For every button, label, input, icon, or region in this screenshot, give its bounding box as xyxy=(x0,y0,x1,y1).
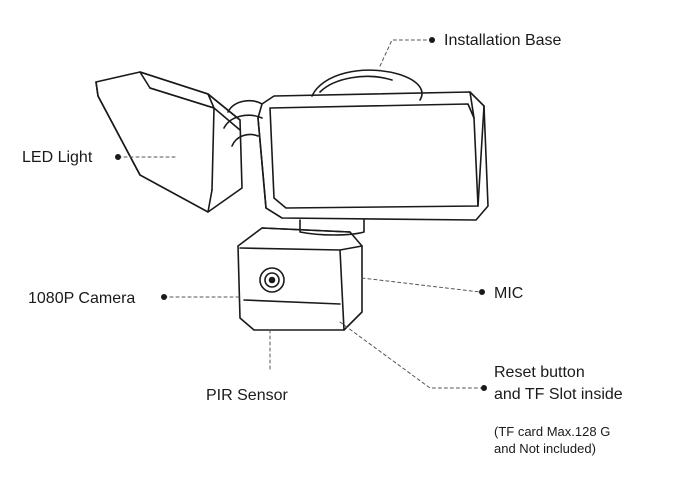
label-led-light: LED Light xyxy=(22,149,93,166)
leader-lines xyxy=(117,39,485,389)
label-pir-sensor: PIR Sensor xyxy=(206,387,288,404)
dot-led-light xyxy=(115,154,121,160)
dot-mic xyxy=(479,289,485,295)
dot-reset xyxy=(481,385,487,391)
leader-reset xyxy=(339,321,485,389)
label-camera: 1080P Camera xyxy=(28,290,136,307)
led-light-right-drawing xyxy=(257,91,489,221)
tf-card-note: (TF card Max.128 G and Not included) xyxy=(494,423,610,457)
leader-installation-base xyxy=(379,39,433,67)
leader-mic xyxy=(361,277,481,293)
label-mic: MIC xyxy=(494,285,524,302)
dot-installation-base xyxy=(429,37,435,43)
label-reset-line1: Reset button xyxy=(494,364,585,381)
led-light-left-drawing xyxy=(95,71,243,213)
dot-camera xyxy=(161,294,167,300)
label-reset-line2: and TF Slot inside xyxy=(494,386,623,403)
label-installation-base: Installation Base xyxy=(444,32,562,49)
tf-card-note-line1: (TF card Max.128 G xyxy=(494,424,611,439)
arm-drawing xyxy=(223,99,263,147)
tf-card-note-line2: and Not included) xyxy=(494,441,596,456)
camera-drawing xyxy=(237,227,363,331)
neck-drawing xyxy=(299,219,365,236)
installation-base-drawing xyxy=(311,69,423,101)
